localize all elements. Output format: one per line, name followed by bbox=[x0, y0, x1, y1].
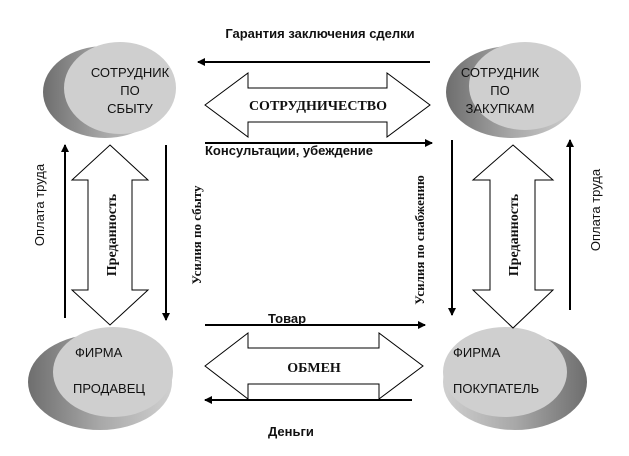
node-seller-firm: ФИРМА ПРОДАВЕЦ bbox=[28, 327, 173, 430]
ellipse-face bbox=[64, 42, 176, 134]
left-effort-label: Усилия по сбыту bbox=[189, 185, 204, 284]
goods-label: Товар bbox=[268, 311, 306, 326]
node-sales-employee: СОТРУДНИК ПО СБЫТУ bbox=[43, 42, 176, 138]
ellipse-face bbox=[469, 42, 581, 130]
node-label: ЗАКУПКАМ bbox=[466, 101, 535, 116]
right-loyalty-label: Преданность bbox=[507, 193, 522, 276]
left-loyalty-double-arrow bbox=[70, 144, 150, 326]
guarantee-label: Гарантия заключения сделки bbox=[225, 26, 414, 41]
node-label: ФИРМА bbox=[453, 345, 501, 360]
node-label: ПРОДАВЕЦ bbox=[73, 381, 145, 396]
node-label: ФИРМА bbox=[75, 345, 123, 360]
money-label: Деньги bbox=[268, 424, 314, 439]
right-loyalty-double-arrow bbox=[471, 144, 555, 329]
exchange-double-arrow bbox=[204, 331, 424, 401]
node-label: ПО bbox=[490, 83, 509, 98]
node-purchase-employee: СОТРУДНИК ПО ЗАКУПКАМ bbox=[446, 42, 581, 138]
cooperation-double-arrow bbox=[204, 72, 431, 138]
node-buyer-firm: ФИРМА ПОКУПАТЕЛЬ bbox=[443, 327, 587, 430]
consulting-label: Консультации, убеждение bbox=[205, 143, 373, 158]
cooperation-label: СОТРУДНИЧЕСТВО bbox=[249, 99, 387, 114]
right-effort-label: Усилия по снабжению bbox=[412, 175, 427, 305]
node-label: СОТРУДНИК bbox=[461, 65, 540, 80]
left-pay-label: Оплата труда bbox=[32, 163, 47, 246]
node-label: ПО bbox=[120, 83, 139, 98]
right-pay-label: Оплата труда bbox=[588, 168, 603, 251]
left-loyalty-label: Преданность bbox=[105, 193, 120, 276]
ellipse-face bbox=[53, 327, 173, 417]
node-label: СБЫТУ bbox=[107, 101, 153, 116]
node-label: ПОКУПАТЕЛЬ bbox=[453, 381, 539, 396]
exchange-label: ОБМЕН bbox=[287, 361, 341, 376]
node-label: СОТРУДНИК bbox=[91, 65, 170, 80]
ellipse-face bbox=[443, 327, 567, 417]
